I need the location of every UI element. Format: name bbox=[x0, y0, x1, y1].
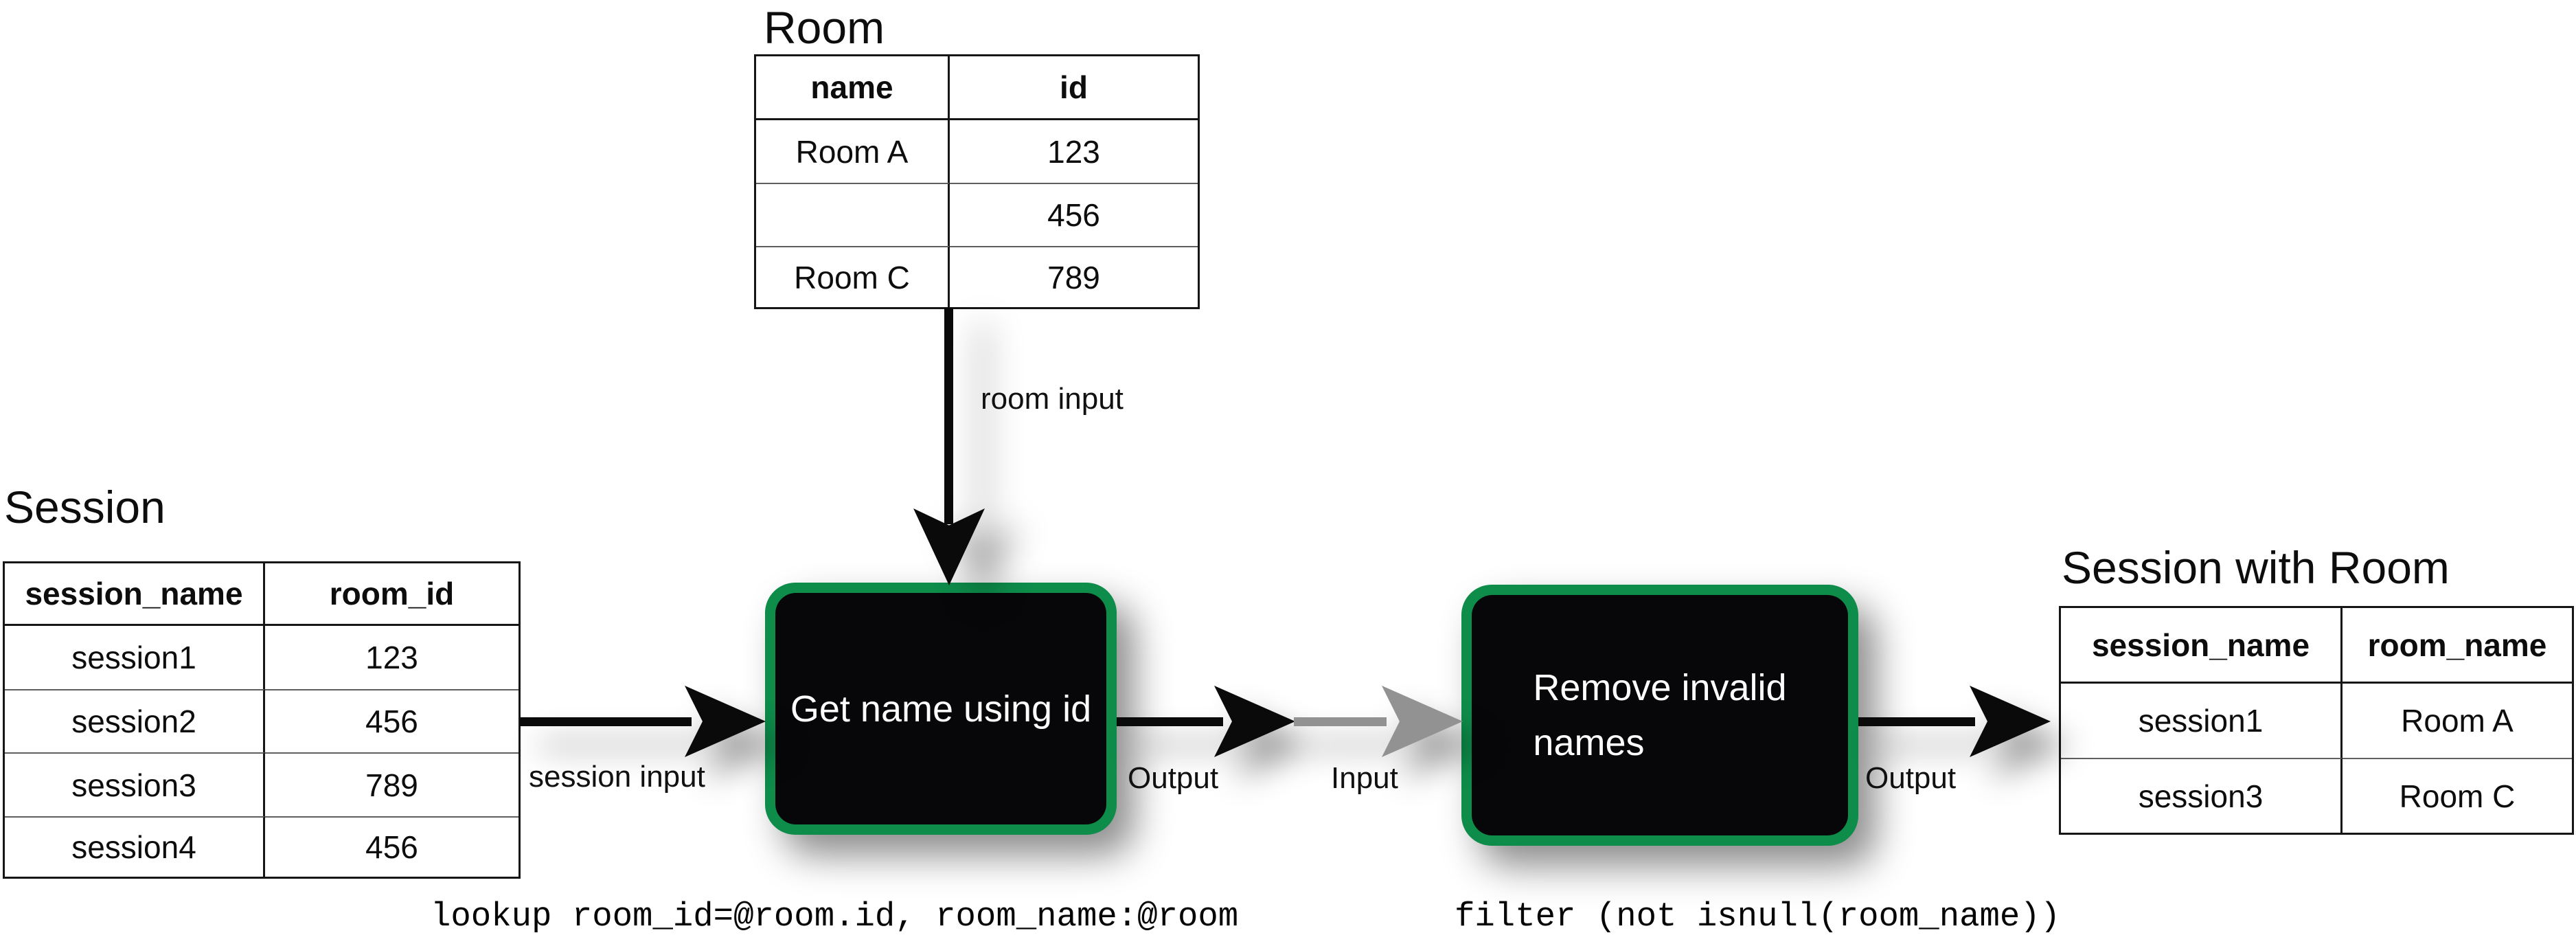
code-filter-expression: filter (not isnull(room_name)) bbox=[1455, 897, 2061, 936]
edge-label-output-1: Output bbox=[1128, 761, 1219, 795]
table-cell: session4 bbox=[5, 816, 265, 877]
table-cell: session1 bbox=[5, 626, 265, 689]
node-label-line2: names bbox=[1533, 722, 1645, 763]
table-cell: session1 bbox=[2061, 684, 2343, 758]
edge-label-room-input: room input bbox=[981, 382, 1124, 416]
room-table-title: Room bbox=[764, 2, 885, 53]
arrow-head-right-icon bbox=[1970, 686, 2051, 757]
table-cell bbox=[756, 183, 950, 246]
table-cell: session2 bbox=[5, 689, 265, 752]
arrow-shaft bbox=[1858, 717, 1975, 726]
arrow-head-right-icon bbox=[1214, 686, 1295, 757]
result-header-session-name: session_name bbox=[2061, 608, 2343, 684]
table-cell: 456 bbox=[265, 816, 518, 877]
room-table: name id Room A 123 456 Room C 789 bbox=[754, 54, 1200, 309]
table-cell: 456 bbox=[950, 183, 1198, 246]
edge-label-output-2: Output bbox=[1865, 761, 1957, 795]
result-table-title: Session with Room bbox=[2062, 542, 2450, 593]
node-body: Get name using id bbox=[775, 593, 1106, 824]
table-cell: Room C bbox=[2343, 758, 2572, 833]
session-with-room-table: session_name room_name session1 Room A s… bbox=[2059, 606, 2574, 835]
result-header-room-name: room_name bbox=[2343, 608, 2572, 684]
edge-label-session-input: session input bbox=[529, 760, 705, 794]
table-cell: session3 bbox=[2061, 758, 2343, 833]
table-cell: 123 bbox=[1047, 133, 1100, 170]
node-label-line1: Remove invalid bbox=[1533, 667, 1787, 708]
session-table: session_name room_id session1 123 sessio… bbox=[3, 561, 521, 879]
table-cell: Room C bbox=[756, 246, 950, 307]
edge-label-input-2: Input bbox=[1331, 761, 1398, 795]
table-cell: 789 bbox=[950, 246, 1198, 307]
arrow-head-right-icon bbox=[685, 686, 766, 757]
arrow-shaft bbox=[1294, 717, 1387, 726]
table-cell: session3 bbox=[5, 752, 265, 816]
transform-node-remove-invalid-names: Remove invalid names bbox=[1461, 585, 1858, 846]
session-table-title: Session bbox=[4, 482, 166, 532]
session-header-room-id: room_id bbox=[265, 563, 518, 626]
room-header-id: id bbox=[950, 56, 1198, 120]
transform-node-get-name-using-id: Get name using id bbox=[765, 583, 1117, 835]
table-cell: 456 bbox=[265, 689, 518, 752]
table-cell: Room A bbox=[756, 120, 950, 183]
arrow-shaft bbox=[944, 308, 953, 524]
table-cell: 789 bbox=[265, 752, 518, 816]
arrow-shaft bbox=[1117, 717, 1223, 726]
node-label: Get name using id bbox=[790, 688, 1092, 730]
arrow-head-right-icon bbox=[1382, 686, 1463, 757]
room-header-name: name bbox=[756, 56, 950, 120]
table-cell: 123 bbox=[365, 640, 418, 675]
table-cell: Room A bbox=[2401, 703, 2514, 739]
code-lookup-expression: lookup room_id=@room.id, room_name:@room bbox=[431, 897, 1239, 936]
arrow-shaft bbox=[520, 717, 692, 726]
node-label: Remove invalid names bbox=[1533, 660, 1786, 770]
session-header-session-name: session_name bbox=[5, 563, 265, 626]
node-body: Remove invalid names bbox=[1472, 595, 1848, 835]
